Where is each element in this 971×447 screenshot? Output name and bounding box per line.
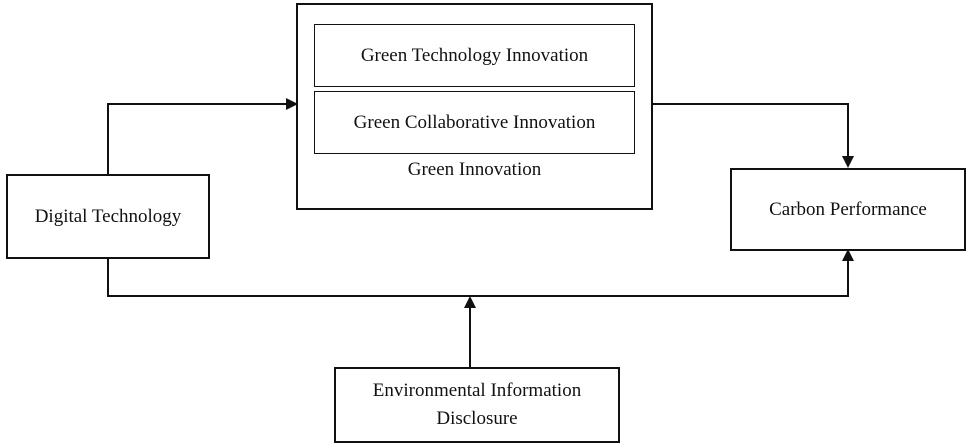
environmental-information-disclosure-node: Environmental Information Disclosure <box>334 367 620 443</box>
edge-digital-to-carbon-performance <box>107 249 854 297</box>
digital-technology-node: Digital Technology <box>6 174 210 259</box>
green-innovation-label: Green Innovation <box>407 159 542 180</box>
environmental-information-disclosure-line-2: Disclosure <box>436 408 518 429</box>
carbon-performance-node: Carbon Performance <box>730 168 966 251</box>
green-technology-innovation-node: Green Technology Innovation <box>314 24 635 87</box>
green-collaborative-innovation-label: Green Collaborative Innovation <box>353 111 596 133</box>
edge-digital-to-green-innovation <box>107 98 298 174</box>
digital-technology-label: Digital Technology <box>34 205 182 227</box>
green-collaborative-innovation-node: Green Collaborative Innovation <box>314 91 635 154</box>
edge-green-innovation-to-carbon-performance <box>653 103 854 168</box>
green-technology-innovation-label: Green Technology Innovation <box>360 44 589 66</box>
carbon-performance-label: Carbon Performance <box>769 198 927 220</box>
environmental-information-disclosure-line-1: Environmental Information <box>372 380 582 402</box>
